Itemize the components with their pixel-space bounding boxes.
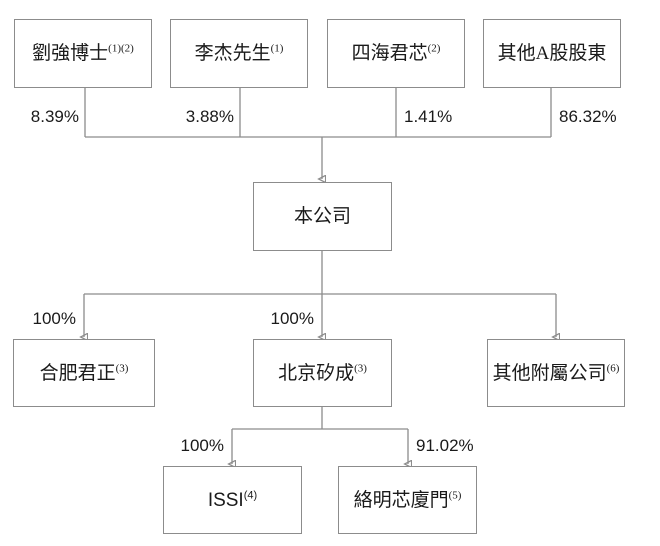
node-luomingxin-xiamen[interactable]: 絡明芯廈門(5)	[338, 466, 477, 534]
node-liuqiang[interactable]: 劉強博士(1)(2)	[14, 19, 152, 88]
pct-sihaijunxin: 1.41%	[404, 107, 453, 126]
node-company-label: 本公司	[293, 206, 351, 227]
node-liuqiang-label: 劉強博士(1)(2)	[32, 42, 134, 64]
node-beijingxicheng-superscript: (3)	[354, 362, 367, 375]
node-sihaijunxin[interactable]: 四海君芯(2)	[327, 19, 465, 88]
node-lijie-label: 李杰先生(1)	[194, 42, 284, 64]
pct-hefeijunzheng: 100%	[32, 309, 76, 328]
node-hefeijunzheng-superscript: (3)	[115, 362, 129, 375]
node-hefeijunzheng-label: 合肥君正(3)	[39, 362, 129, 384]
node-other-a-shareholders-label: 其他A股股東	[497, 43, 607, 64]
node-sihaijunxin-label: 四海君芯(2)	[351, 42, 441, 64]
pct-lijie: 3.88%	[185, 107, 234, 126]
node-issi-superscript: (4)	[243, 489, 258, 502]
pct-liuqiang: 8.39%	[30, 107, 79, 126]
node-other-subsidiaries[interactable]: 其他附屬公司(6)	[487, 339, 625, 407]
node-other-subsidiaries-label: 其他附屬公司(6)	[492, 362, 620, 384]
node-lijie[interactable]: 李杰先生(1)	[170, 19, 308, 88]
node-sihaijunxin-superscript: (2)	[427, 42, 441, 55]
node-beijingxicheng-label: 北京矽成(3)	[278, 362, 367, 384]
node-hefeijunzheng[interactable]: 合肥君正(3)	[13, 339, 155, 407]
node-lijie-superscript: (1)	[270, 42, 284, 55]
node-issi[interactable]: ISSI(4)	[163, 466, 302, 534]
pct-luomingxin-xiamen: 91.02%	[416, 436, 474, 455]
pct-beijingxicheng: 100%	[270, 309, 314, 328]
node-liuqiang-superscript: (1)(2)	[108, 42, 134, 55]
node-issi-label: ISSI(4)	[207, 489, 258, 511]
node-other-a-shareholders[interactable]: 其他A股股東	[483, 19, 621, 88]
pct-issi: 100%	[180, 436, 224, 455]
node-company[interactable]: 本公司	[253, 182, 392, 251]
node-other-subsidiaries-superscript: (6)	[606, 362, 620, 375]
node-beijingxicheng[interactable]: 北京矽成(3)	[253, 339, 392, 407]
pct-other-a-shareholders: 86.32%	[559, 107, 617, 126]
node-luomingxin-xiamen-label: 絡明芯廈門(5)	[353, 489, 462, 511]
node-luomingxin-xiamen-superscript: (5)	[448, 489, 462, 502]
